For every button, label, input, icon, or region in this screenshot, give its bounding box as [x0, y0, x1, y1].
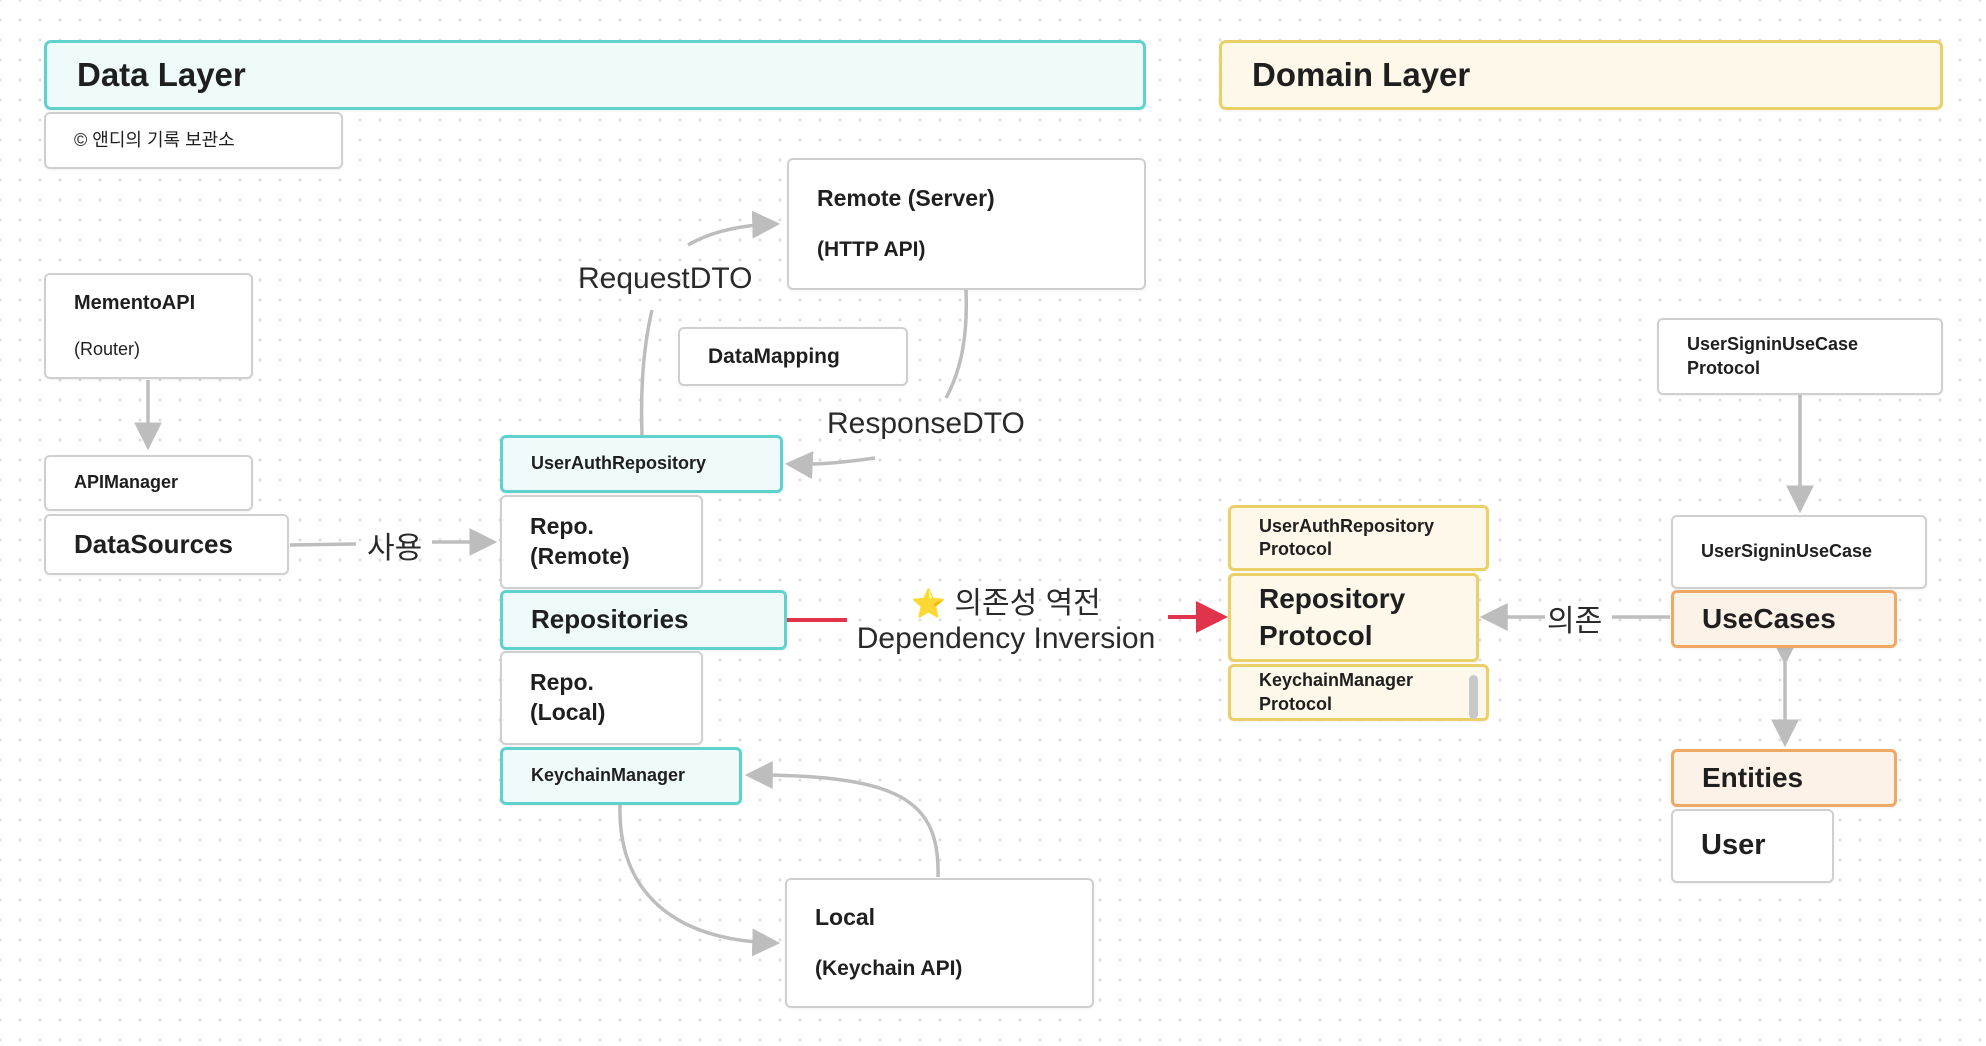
repo-remote-line1: Repo.	[530, 513, 594, 540]
datasources-node[interactable]: DataSources	[44, 514, 289, 575]
repositories-node[interactable]: Repositories	[500, 590, 787, 650]
edge-responsedto-lower	[784, 451, 876, 480]
datamapping-node[interactable]: DataMapping	[678, 327, 908, 386]
star-icon: ⭐	[911, 588, 947, 619]
domain-layer-title: Domain Layer	[1252, 55, 1471, 93]
mementoapi-title: MementoAPI	[74, 292, 196, 315]
repo-remote-line2: (Remote)	[530, 543, 630, 569]
datamapping-title: DataMapping	[708, 344, 840, 368]
dependency-inversion-label: ⭐ 의존성 역전 Dependency Inversion	[856, 578, 1156, 656]
dependency-inversion-ko: 의존성 역전	[954, 587, 1101, 620]
edge-requestdto-upper	[687, 210, 781, 247]
repositories-title: Repositories	[531, 604, 689, 635]
mementoapi-node[interactable]: MementoAPI (Router)	[44, 273, 253, 379]
usecases-node[interactable]: UseCases	[1671, 590, 1897, 648]
keychainmanager-protocol-line1: KeychainManager	[1259, 670, 1414, 691]
usersigninusecase-title: UserSigninUseCase	[1701, 541, 1873, 562]
copyright-note[interactable]: © 앤디의 기록 보관소	[44, 112, 343, 169]
repo-remote-node[interactable]: Repo. (Remote)	[500, 495, 703, 589]
depends-label: 의존	[1547, 605, 1603, 638]
entities-title: Entities	[1702, 761, 1804, 793]
dependency-inversion-line1: ⭐ 의존성 역전	[856, 578, 1156, 622]
userauthrepository-protocol-line1: UserAuthRepository	[1259, 515, 1435, 536]
edge-responsedto-upper	[944, 289, 969, 399]
repo-local-node[interactable]: Repo. (Local)	[500, 651, 703, 745]
local-keychain-node[interactable]: Local (Keychain API)	[785, 878, 1094, 1008]
datasources-title: DataSources	[74, 528, 233, 559]
userauthrepository-title: UserAuthRepository	[531, 453, 707, 474]
user-entity-node[interactable]: User	[1671, 809, 1834, 883]
remote-server-title: Remote (Server)	[817, 185, 995, 212]
data-layer-header[interactable]: Data Layer	[44, 40, 1146, 110]
usersigninusecase-protocol-line2: Protocol	[1687, 357, 1761, 378]
keychainmanager-protocol-line2: Protocol	[1259, 693, 1333, 714]
edge-keychain-to-local	[618, 804, 781, 957]
remote-server-subtitle: (HTTP API)	[817, 238, 926, 262]
edge-local-to-keychain	[744, 761, 940, 878]
usersigninusecase-protocol-node[interactable]: UserSigninUseCase Protocol	[1657, 318, 1943, 395]
keychainmanager-node[interactable]: KeychainManager	[500, 747, 742, 805]
usersigninusecase-node[interactable]: UserSigninUseCase	[1671, 515, 1927, 589]
requestdto-label: RequestDTO	[578, 262, 753, 295]
edge-datasources-to-uses	[289, 542, 357, 547]
keychainmanager-protocol-node[interactable]: KeychainManager Protocol	[1228, 664, 1489, 721]
apimanager-title: APIManager	[74, 472, 179, 493]
local-keychain-subtitle: (Keychain API)	[815, 957, 963, 981]
repository-protocol-node[interactable]: Repository Protocol	[1228, 573, 1479, 662]
mementoapi-subtitle: (Router)	[74, 339, 141, 360]
remote-server-node[interactable]: Remote (Server) (HTTP API)	[787, 158, 1146, 290]
userauthrepository-protocol-node[interactable]: UserAuthRepository Protocol	[1228, 505, 1489, 571]
copyright-text: © 앤디의 기록 보관소	[74, 129, 235, 150]
responsedto-label: ResponseDTO	[827, 407, 1025, 440]
node-scrollbar[interactable]	[1469, 675, 1478, 719]
repository-protocol-line1: Repository	[1259, 583, 1406, 615]
edge-requestdto-lower	[639, 309, 654, 436]
repo-local-line1: Repo.	[530, 669, 594, 696]
uses-label: 사용	[367, 532, 423, 565]
data-layer-title: Data Layer	[77, 55, 246, 93]
domain-layer-header[interactable]: Domain Layer	[1219, 40, 1943, 110]
user-entity-title: User	[1701, 829, 1766, 862]
apimanager-node[interactable]: APIManager	[44, 455, 253, 511]
entities-node[interactable]: Entities	[1671, 749, 1897, 807]
usecases-title: UseCases	[1702, 602, 1836, 634]
userauthrepository-protocol-line2: Protocol	[1259, 539, 1333, 559]
userauthrepository-node[interactable]: UserAuthRepository	[500, 435, 783, 493]
repo-local-line2: (Local)	[530, 699, 606, 725]
local-keychain-title: Local	[815, 904, 876, 931]
repository-protocol-line2: Protocol	[1259, 619, 1373, 651]
usersigninusecase-protocol-line1: UserSigninUseCase	[1687, 334, 1859, 355]
keychainmanager-title: KeychainManager	[531, 765, 686, 786]
dependency-inversion-en: Dependency Inversion	[856, 622, 1156, 655]
